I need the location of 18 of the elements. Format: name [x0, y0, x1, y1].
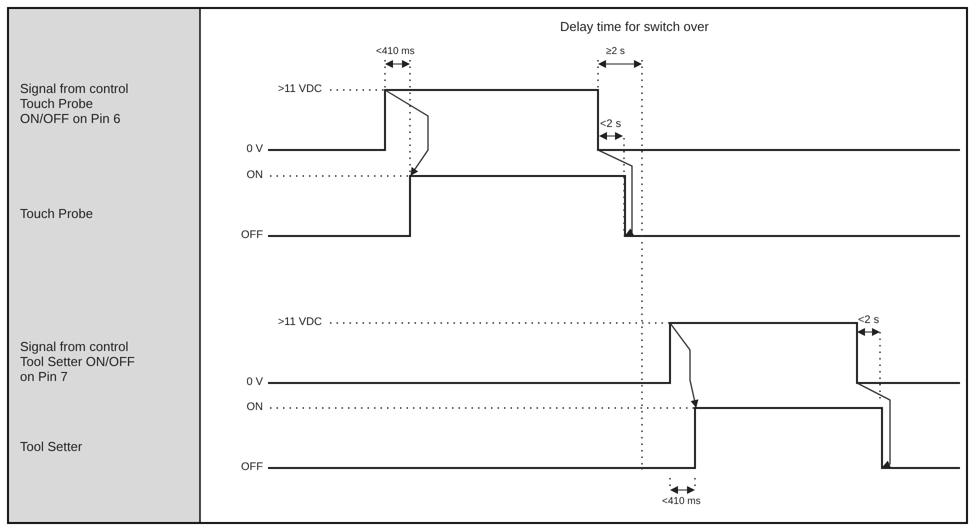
- time-label: <2 s: [858, 314, 880, 327]
- row-label: Touch Probe: [20, 207, 94, 222]
- time-label: <410 ms: [662, 496, 702, 508]
- row-label: Signal from control Tool Setter ON/OFF on Pin 7: [20, 340, 136, 385]
- level-label: >11 VDC: [276, 316, 322, 329]
- level-label: OFF: [240, 461, 263, 474]
- level-label: ON: [246, 401, 263, 414]
- time-label: <2 s: [600, 118, 622, 131]
- level-label: 0 V: [245, 376, 263, 389]
- time-label: ≥2 s: [606, 46, 626, 58]
- row-label: Tool Setter: [20, 440, 84, 455]
- annotation-text: Delay time for switch over: [560, 20, 710, 35]
- level-label: 0 V: [245, 143, 263, 156]
- level-label: ON: [246, 169, 263, 182]
- level-label: >11 VDC: [276, 83, 322, 96]
- level-label: OFF: [240, 229, 263, 242]
- time-label: <410 ms: [376, 46, 416, 58]
- row-label: Signal from control Touch Probe ON/OFF on Pin 6: [20, 82, 130, 127]
